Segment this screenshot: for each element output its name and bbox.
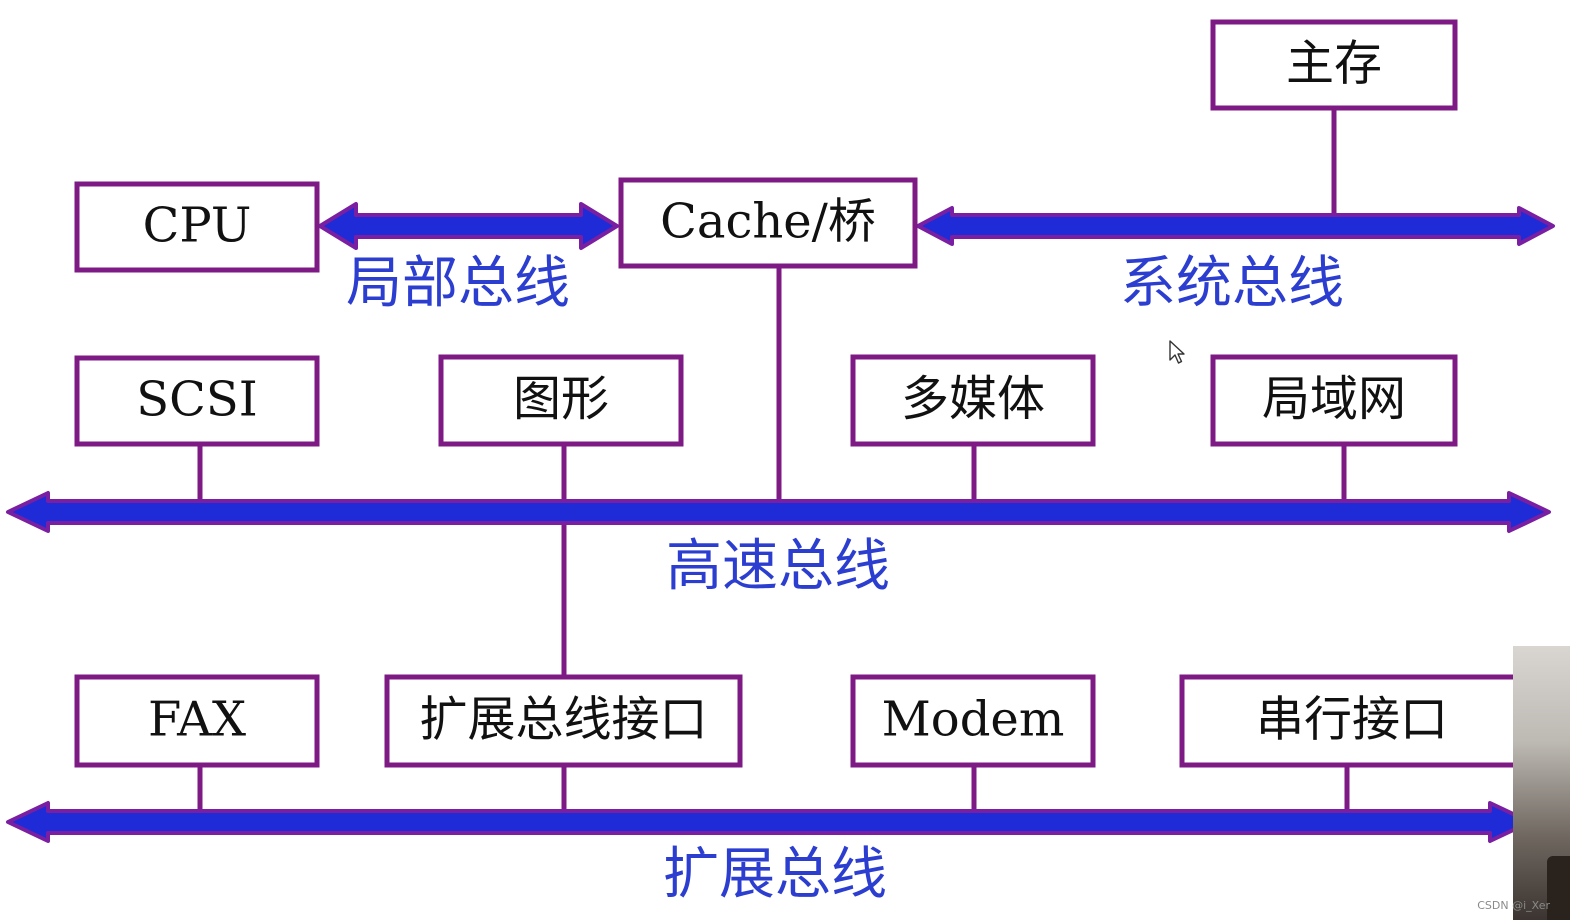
expansion-bus-label: 扩展总线 — [663, 842, 887, 907]
cache-bridge-box: Cache/桥 — [618, 177, 918, 269]
fax-box-frame — [74, 674, 320, 768]
graphics-box-frame — [438, 354, 684, 447]
lan-box-label: 局域网 — [1262, 371, 1406, 427]
main-memory-box: 主存 — [1210, 19, 1458, 111]
expansion-interface-box-frame — [384, 674, 743, 768]
local-bus-arrow — [318, 202, 619, 250]
main-memory-box-frame — [1210, 19, 1458, 111]
graphics-box: 图形 — [438, 354, 684, 447]
mouse-pointer-icon — [1169, 340, 1185, 364]
multimedia-box-label: 多媒体 — [901, 371, 1045, 427]
fax-box-label: FAX — [148, 692, 246, 748]
corner-video-thumbnail — [1513, 646, 1570, 920]
expansion-interface-box: 扩展总线接口 — [384, 674, 743, 768]
cpu-box-label: CPU — [143, 198, 252, 254]
multimedia-box: 多媒体 — [850, 354, 1096, 447]
serial-interface-box-label: 串行接口 — [1256, 692, 1448, 748]
high-speed-bus-arrow — [6, 491, 1551, 533]
high-speed-bus-label: 高速总线 — [666, 534, 890, 599]
modem-box-label: Modem — [882, 692, 1065, 748]
expansion-interface-box-label: 扩展总线接口 — [419, 692, 707, 748]
lan-box: 局域网 — [1210, 354, 1458, 447]
scsi-box: SCSI — [74, 355, 320, 447]
watermark: CSDN @i_Xer — [1477, 899, 1550, 912]
multimedia-box-frame — [850, 354, 1096, 447]
fax-box: FAX — [74, 674, 320, 768]
cache-bridge-box-label: Cache/桥 — [660, 194, 876, 250]
local-bus-label: 局部总线 — [346, 251, 570, 316]
system-bus-label: 系统总线 — [1120, 251, 1344, 316]
cache-bridge-box-frame — [618, 177, 918, 269]
main-memory-box-label: 主存 — [1286, 36, 1382, 92]
cpu-box-frame — [74, 181, 320, 273]
serial-interface-box-frame — [1179, 674, 1525, 768]
lan-box-frame — [1210, 354, 1458, 447]
modem-box: Modem — [850, 674, 1096, 768]
serial-interface-box: 串行接口 — [1179, 674, 1525, 768]
expansion-bus-arrow — [6, 801, 1532, 843]
scsi-box-frame — [74, 355, 320, 447]
modem-box-frame — [850, 674, 1096, 768]
system-bus-arrow — [916, 206, 1555, 246]
scsi-box-label: SCSI — [136, 372, 257, 428]
graphics-box-label: 图形 — [513, 371, 609, 427]
cpu-box: CPU — [74, 181, 320, 273]
